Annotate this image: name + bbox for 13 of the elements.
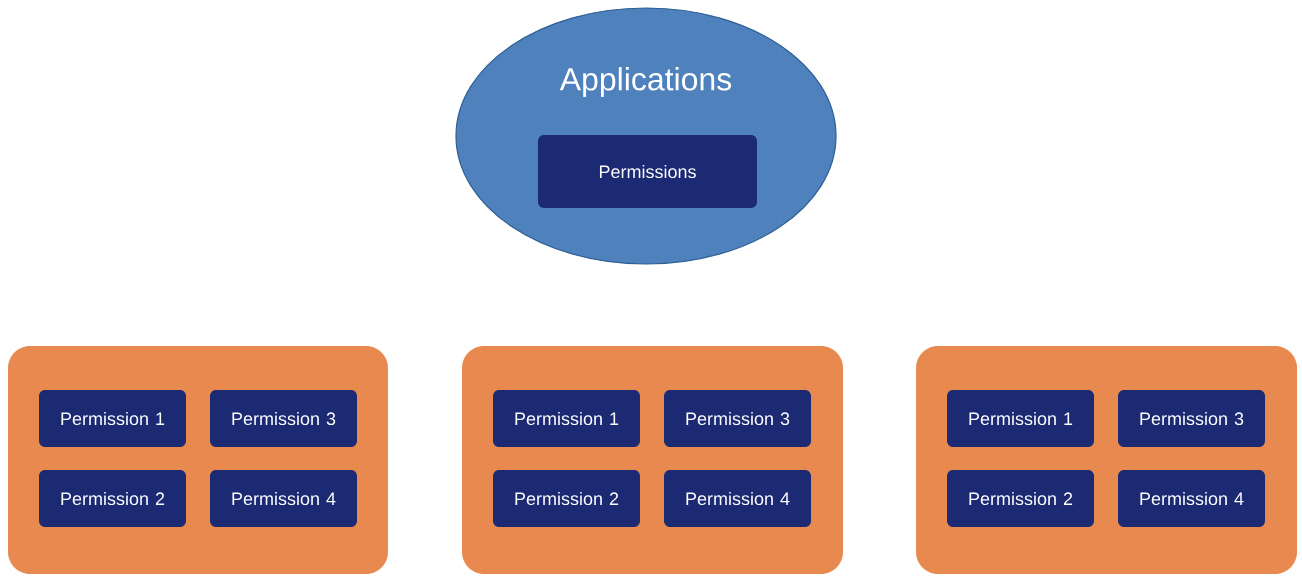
permission-box: Permissions: [538, 135, 757, 208]
permission-box: Permission 2: [39, 470, 186, 527]
permission-box: Permission 4: [1118, 470, 1265, 527]
permission-box: Permission 1: [947, 390, 1094, 447]
permission-box: Permission 1: [39, 390, 186, 447]
permission-box: Permission 2: [493, 470, 640, 527]
permission-box: Permission 3: [210, 390, 357, 447]
permission-box: Permission 2: [947, 470, 1094, 527]
permission-box: Permission 3: [1118, 390, 1265, 447]
permission-box: Permission 3: [664, 390, 811, 447]
permission-box: Permission 4: [210, 470, 357, 527]
permission-box: Permission 1: [493, 390, 640, 447]
permission-box: Permission 4: [664, 470, 811, 527]
